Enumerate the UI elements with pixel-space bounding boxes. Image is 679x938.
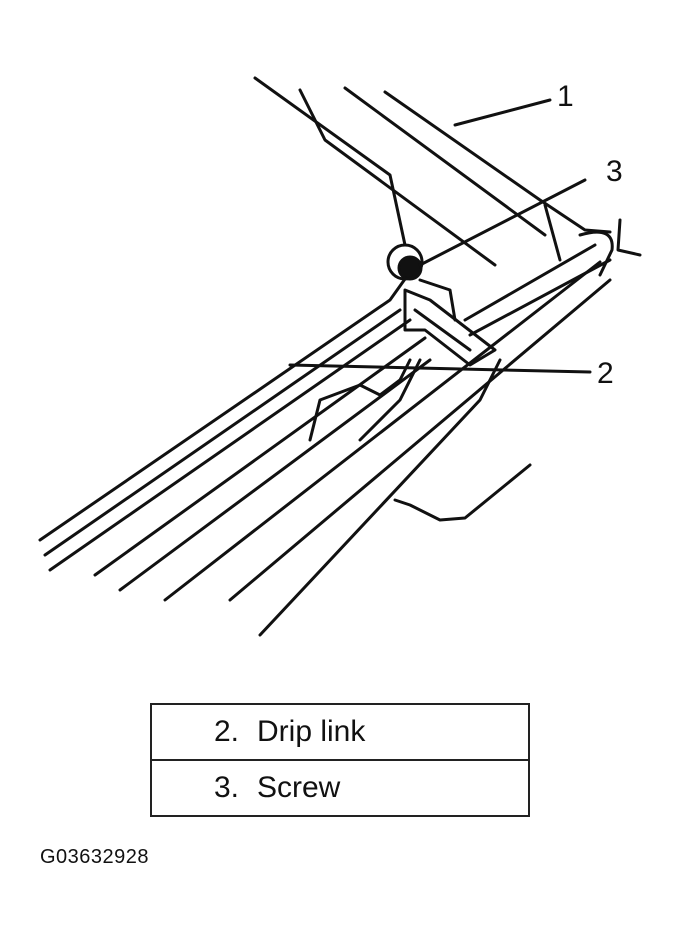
rail-line xyxy=(38,263,417,542)
callout-2: 2 xyxy=(597,357,614,390)
roof-panel-edge xyxy=(253,76,407,247)
drip-link-diagram xyxy=(38,76,642,637)
rail-line xyxy=(118,358,432,592)
roof-rail-line xyxy=(543,203,562,262)
leader-line-3 xyxy=(418,178,587,267)
rail-line xyxy=(463,243,597,322)
parts-legend: 2. Drip link 3. Screw xyxy=(150,703,530,817)
drip-rail-end xyxy=(578,230,614,277)
drip-rail-end-hook xyxy=(616,218,642,257)
roof-panel-line xyxy=(343,86,547,237)
callout-3: 3 xyxy=(606,155,623,188)
rail-line xyxy=(228,278,612,602)
rail-line xyxy=(258,358,502,637)
legend-number: 3. xyxy=(213,771,239,804)
rail-line xyxy=(468,258,612,337)
leader-line-2 xyxy=(288,363,592,374)
figure-id: G03632928 xyxy=(40,846,150,868)
drip-link-mount xyxy=(418,278,457,322)
drip-link-cutout xyxy=(358,358,422,442)
legend-row: 3. Screw xyxy=(152,759,528,815)
drip-link-cutout xyxy=(308,358,412,442)
legend-number: 2. xyxy=(213,715,239,748)
roof-panel-line xyxy=(298,88,497,267)
screw-boss xyxy=(386,243,424,281)
legend-label: Drip link xyxy=(257,715,366,748)
callout-1: 1 xyxy=(557,80,574,113)
rail-line xyxy=(163,260,602,602)
rail-line xyxy=(48,318,412,572)
drip-link-bracket xyxy=(403,288,497,367)
legend-row: 2. Drip link xyxy=(152,705,528,759)
rail-line xyxy=(93,336,427,577)
screw-head xyxy=(397,255,423,281)
drip-link-bracket-inner xyxy=(413,308,472,352)
legend-label: Screw xyxy=(257,771,341,804)
rail-line xyxy=(43,308,402,557)
leader-line-1 xyxy=(453,98,552,127)
body-panel-step xyxy=(393,463,532,522)
